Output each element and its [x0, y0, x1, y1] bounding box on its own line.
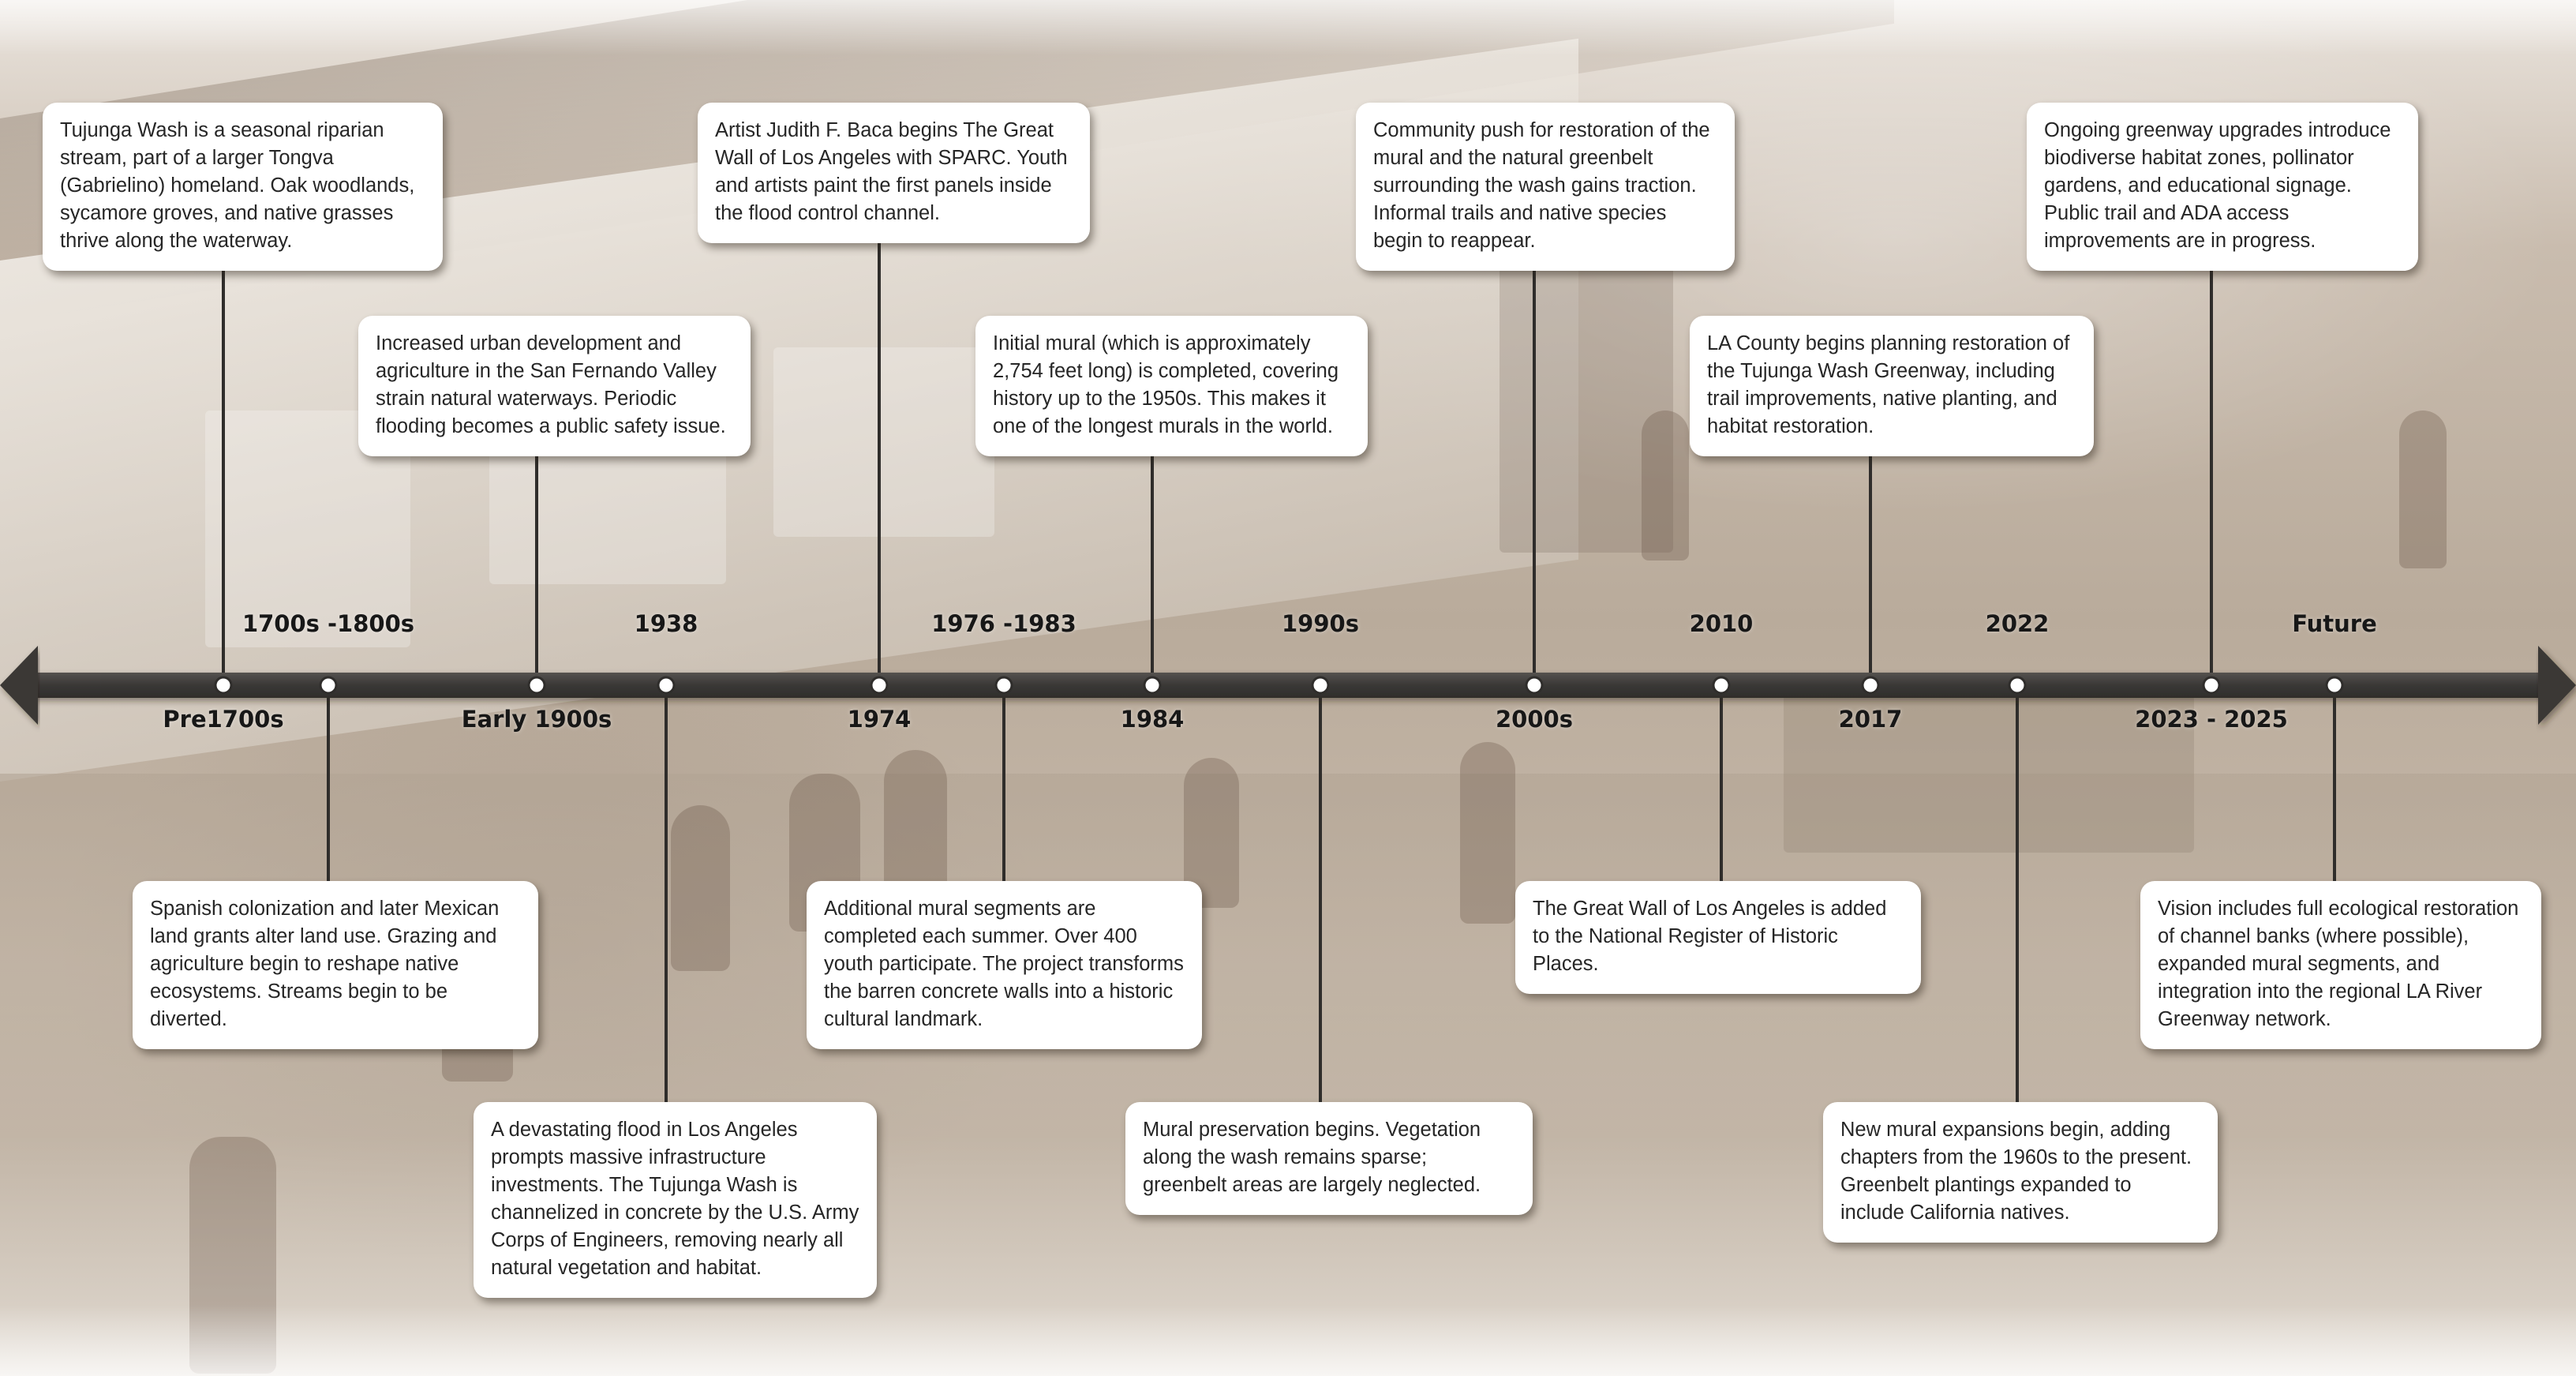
date-label-1976-1983: 1976 -1983 [931, 610, 1076, 637]
timeline-dot-2023-2025 [2202, 676, 2221, 695]
date-label-2010: 2010 [1689, 610, 1754, 637]
event-card-2022: New mural expansions begin, adding chapt… [1823, 1102, 2218, 1243]
date-label-pre1700s: Pre1700s [163, 706, 284, 733]
event-card-1938: A devastating flood in Los Angeles promp… [474, 1102, 877, 1298]
timeline-dot-1984 [1143, 676, 1162, 695]
date-label-2023-2025: 2023 - 2025 [2135, 706, 2288, 733]
timeline-dot-1700s-1800s [319, 676, 338, 695]
event-card-future: Vision includes full ecological restorat… [2140, 881, 2541, 1049]
timeline-dot-1976-1983 [994, 676, 1013, 695]
date-label-future: Future [2292, 610, 2377, 637]
timeline-dot-2022 [2008, 676, 2027, 695]
timeline-dot-2000s [1525, 676, 1544, 695]
timeline-markers [214, 676, 2344, 695]
date-label-1700s-1800s: 1700s -1800s [242, 610, 415, 637]
date-label-2022: 2022 [1985, 610, 2050, 637]
event-card-1984: Initial mural (which is approximately 2,… [975, 316, 1368, 456]
timeline-dot-1990s [1311, 676, 1330, 695]
timeline-dot-1938 [657, 676, 676, 695]
arrow-right-icon [2538, 646, 2576, 725]
event-card-1974: Artist Judith F. Baca begins The Great W… [698, 103, 1090, 243]
event-card-1976-1983: Additional mural segments are completed … [807, 881, 1202, 1049]
date-label-1984: 1984 [1120, 706, 1185, 733]
timeline-dot-early-1900s [527, 676, 546, 695]
arrow-left-icon [0, 646, 38, 725]
date-label-1938: 1938 [634, 610, 698, 637]
timeline-dot-2017 [1861, 676, 1880, 695]
date-label-early-1900s: Early 1900s [461, 706, 612, 733]
timeline-dot-1974 [870, 676, 889, 695]
event-card-1700s-1800s: Spanish colonization and later Mexican l… [133, 881, 538, 1049]
event-card-1990s: Mural preservation begins. Vegetation al… [1125, 1102, 1533, 1215]
timeline-dot-pre1700s [214, 676, 233, 695]
date-label-1974: 1974 [847, 706, 912, 733]
date-label-2017: 2017 [1838, 706, 1903, 733]
timeline-dot-future [2325, 676, 2344, 695]
timeline-dot-2010 [1712, 676, 1731, 695]
event-card-2017: LA County begins planning restoration of… [1690, 316, 2094, 456]
event-card-2023-2025: Ongoing greenway upgrades introduce biod… [2027, 103, 2418, 271]
timeline-axis [21, 673, 2555, 698]
event-card-2010: The Great Wall of Los Angeles is added t… [1515, 881, 1921, 994]
event-card-2000s: Community push for restoration of the mu… [1356, 103, 1735, 271]
date-label-1990s: 1990s [1282, 610, 1359, 637]
date-label-2000s: 2000s [1496, 706, 1573, 733]
event-card-early-1900s: Increased urban development and agricult… [358, 316, 751, 456]
event-card-pre1700s: Tujunga Wash is a seasonal riparian stre… [43, 103, 443, 271]
